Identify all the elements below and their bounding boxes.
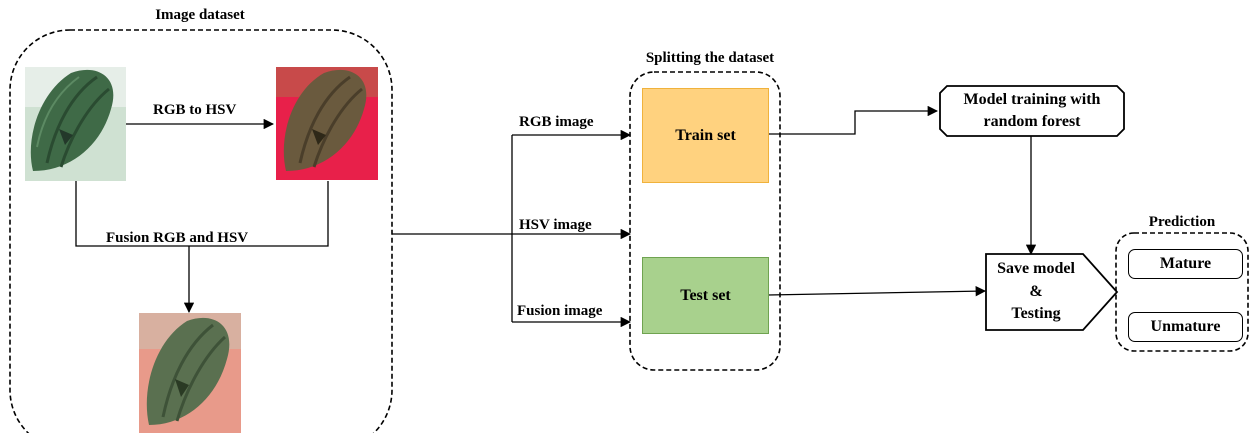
fusion-label: Fusion RGB and HSV <box>106 230 249 246</box>
splitting-group <box>629 71 781 371</box>
model-training-line1: Model training with <box>963 91 1101 109</box>
save-model-line2: & <box>1029 282 1043 300</box>
mature-box: Mature <box>1128 249 1243 279</box>
hsv-pod-image <box>276 67 378 180</box>
image-dataset-group <box>9 29 393 433</box>
train-set-box: Train set <box>642 88 769 183</box>
train-set-label: Train set <box>675 126 736 144</box>
save-model-line1: Save model <box>997 260 1075 278</box>
rgb-to-hsv-label: RGB to HSV <box>153 102 237 118</box>
mature-label: Mature <box>1159 255 1212 273</box>
save-model-line3: Testing <box>1011 305 1061 323</box>
fusion-image-label: Fusion image <box>517 303 603 319</box>
test-set-box: Test set <box>642 257 769 334</box>
model-training-shape <box>939 85 1125 137</box>
prediction-title: Prediction <box>1148 214 1216 230</box>
hsv-image-label: HSV image <box>519 217 592 233</box>
rgb-pod-image <box>25 67 126 181</box>
model-training-line2: random forest <box>983 113 1081 130</box>
fusion-pod-image <box>139 313 241 433</box>
unmature-box: Unmature <box>1128 312 1243 342</box>
rgb-image-label: RGB image <box>519 114 594 130</box>
splitting-title: Splitting the dataset <box>645 50 775 66</box>
prediction-group <box>1115 232 1249 352</box>
save-model-text: Save model & Testing <box>986 256 1086 328</box>
unmature-label: Unmature <box>1150 318 1221 336</box>
save-model-shape <box>985 253 1119 331</box>
test-set-label: Test set <box>680 286 731 304</box>
model-training-text: Model training with random forest <box>942 88 1122 134</box>
image-dataset-title: Image dataset <box>155 7 245 23</box>
